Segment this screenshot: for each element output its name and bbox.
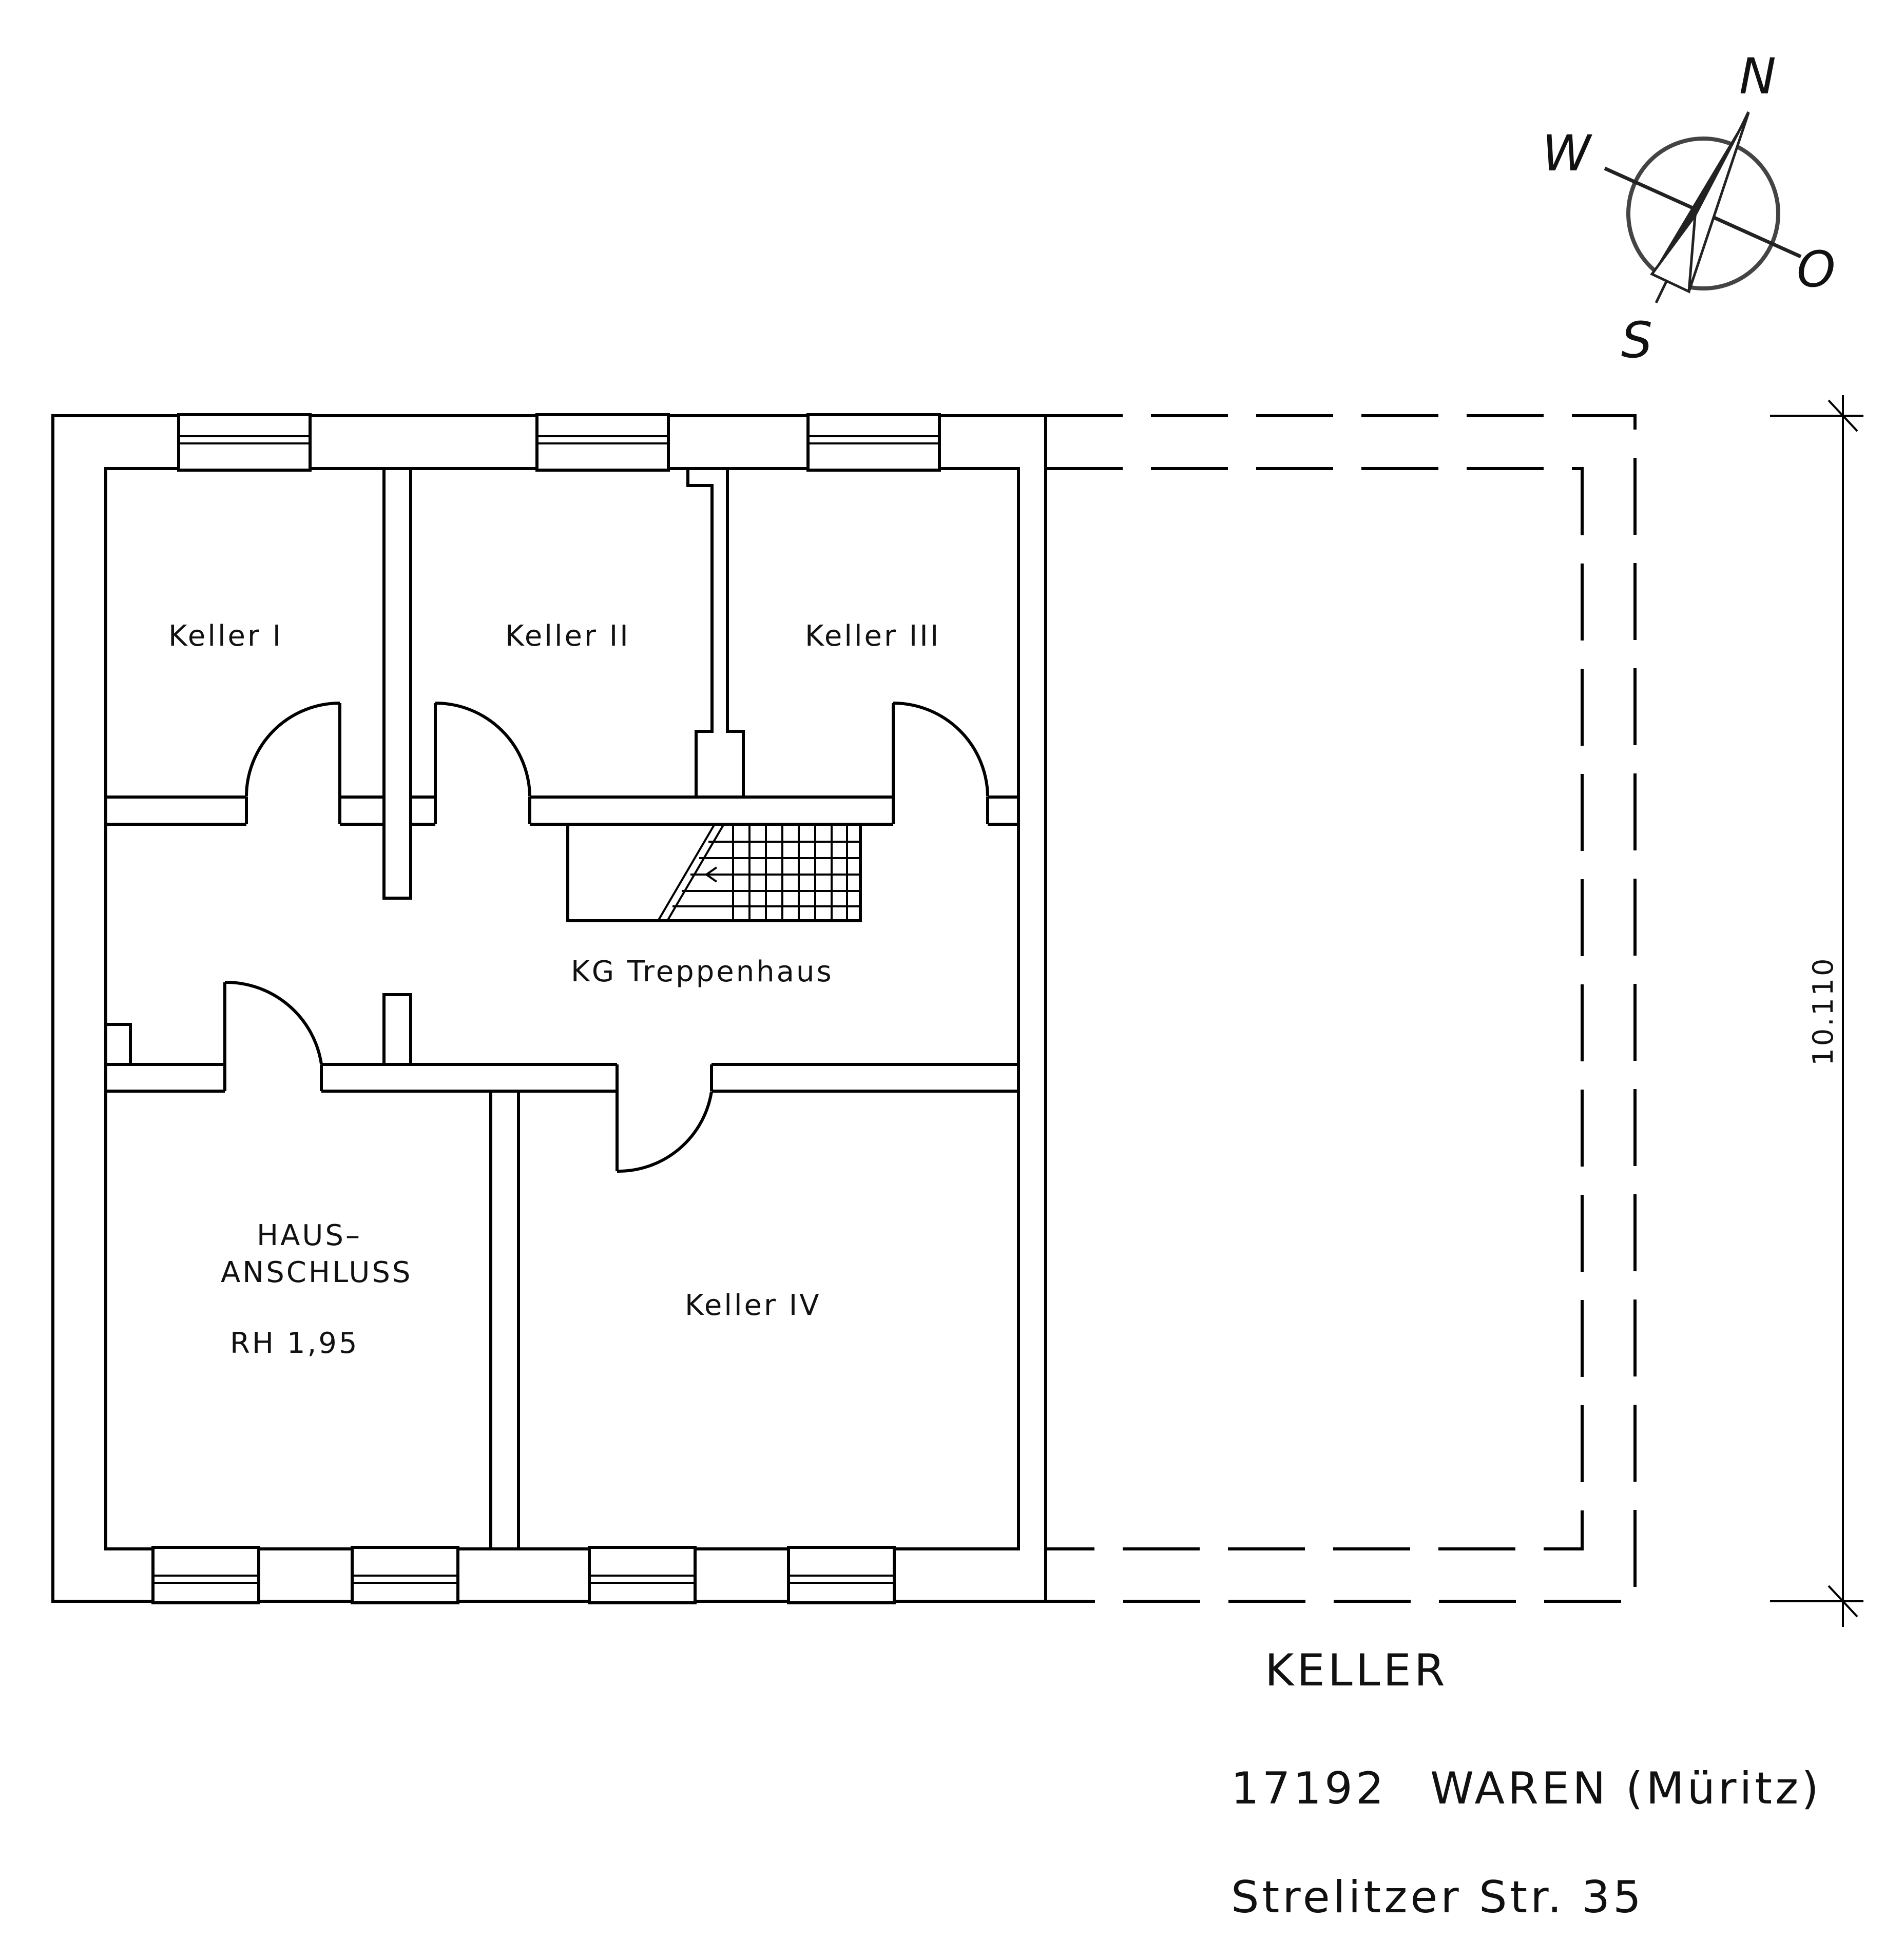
city-name: WAREN (Müritz) xyxy=(1430,1763,1822,1814)
compass-north-label: N xyxy=(1739,48,1778,105)
staircase xyxy=(566,823,862,922)
interior-walls xyxy=(104,469,1018,1549)
window xyxy=(588,1546,697,1604)
room-label-keller-4: Keller IV xyxy=(685,1289,821,1322)
windows-top xyxy=(177,413,941,472)
room-height-label: RH 1,95 xyxy=(230,1327,359,1360)
room-label-keller-3: Keller III xyxy=(805,619,940,653)
room-label-keller-2: Keller II xyxy=(505,619,630,653)
postal-code: 17192 xyxy=(1231,1763,1387,1814)
compass-west-label: W xyxy=(1542,125,1593,182)
doors xyxy=(224,702,989,1173)
windows-bottom xyxy=(151,1546,896,1604)
outer-walls xyxy=(51,414,1047,1603)
window xyxy=(535,413,670,472)
compass-south-label: S xyxy=(1621,312,1655,369)
compass-rose-icon xyxy=(1604,111,1802,304)
window xyxy=(806,413,941,472)
plan-name: KELLER xyxy=(1265,1645,1448,1696)
window xyxy=(177,413,312,472)
annex-outline xyxy=(1046,414,1637,1603)
stair-treads xyxy=(672,824,860,921)
window xyxy=(787,1546,896,1604)
stair-arrow-icon xyxy=(704,866,784,883)
room-label-hausanschluss-2: ANSCHLUSS xyxy=(221,1256,412,1289)
room-label-keller-1: Keller I xyxy=(168,619,283,653)
window xyxy=(151,1546,260,1604)
window xyxy=(351,1546,459,1604)
room-label-hausanschluss-1: HAUS– xyxy=(257,1219,362,1252)
dimension-value: 10.110 xyxy=(1807,957,1839,1066)
compass-east-label: O xyxy=(1797,241,1838,298)
dimension-line xyxy=(1770,395,1863,1627)
street-address: Strelitzer Str. 35 xyxy=(1231,1872,1644,1923)
room-label-treppenhaus: KG Treppenhaus xyxy=(571,955,834,988)
